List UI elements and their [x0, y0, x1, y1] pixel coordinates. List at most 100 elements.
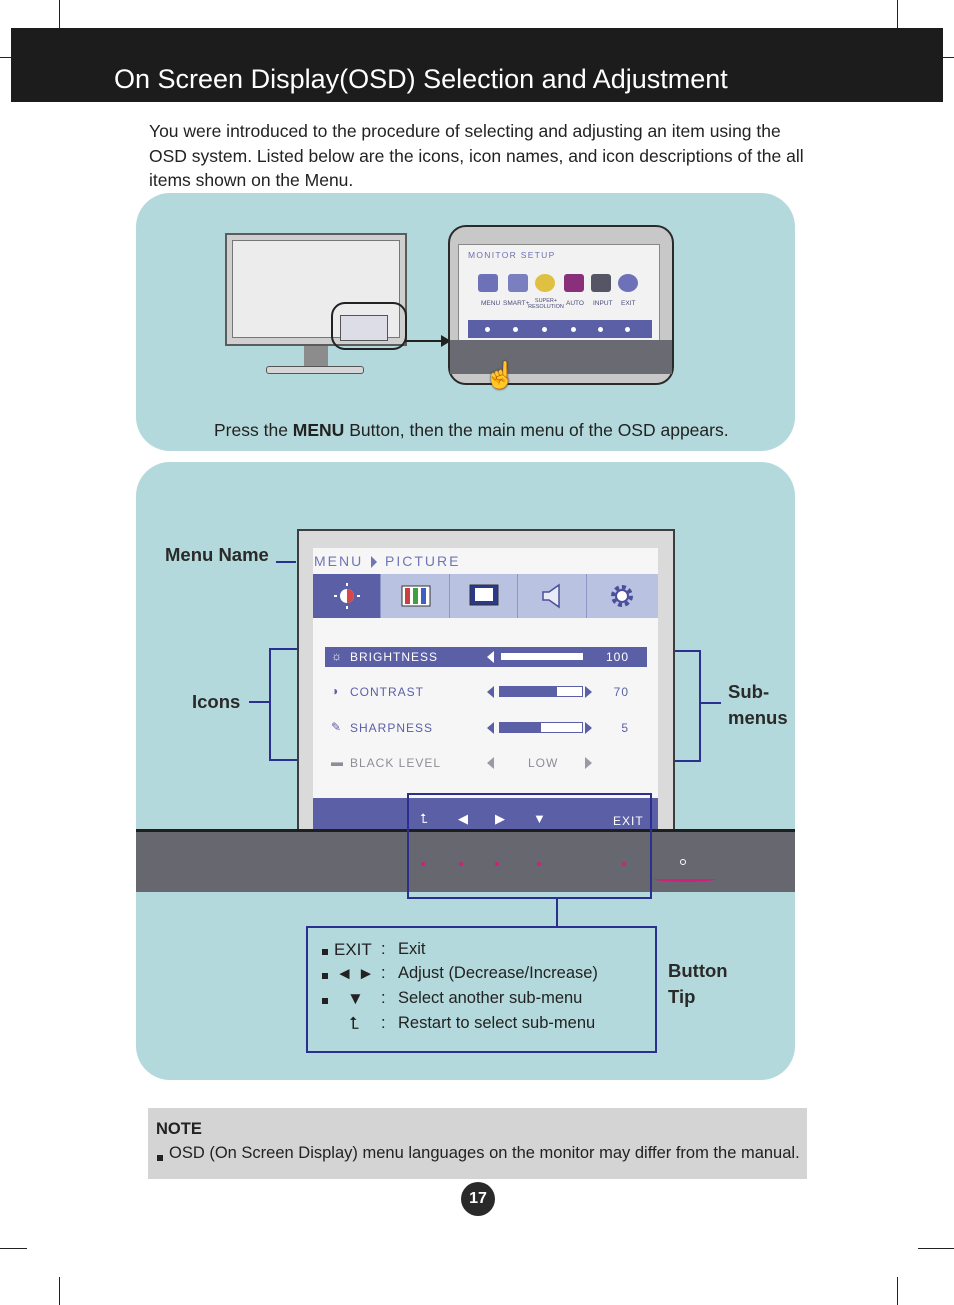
down-arrow-icon[interactable]: ▼	[533, 811, 546, 826]
button-highlight-box	[407, 793, 652, 899]
sharpness-slider[interactable]	[499, 722, 583, 733]
tab-picture[interactable]	[313, 574, 381, 618]
color-icon	[401, 585, 430, 607]
button-dot[interactable]	[459, 862, 463, 866]
osd-button-label: MENU	[481, 300, 501, 307]
input-icon	[591, 274, 611, 292]
tip-key: ⮤	[349, 1014, 360, 1033]
submenu-label: BLACK LEVEL	[350, 756, 442, 770]
decrease-arrow-icon[interactable]	[487, 757, 494, 769]
contrast-icon: ◑	[331, 684, 340, 698]
submenu-label: SHARPNESS	[350, 721, 434, 735]
submenu-value: 5	[621, 721, 629, 735]
label-submenus-line2: menus	[728, 707, 788, 728]
crop-mark	[943, 57, 954, 58]
right-arrow-icon[interactable]: ▶	[495, 811, 505, 826]
icons-bracket	[269, 759, 297, 761]
bullet	[322, 973, 328, 979]
button-dot	[598, 327, 603, 332]
button-dot[interactable]	[495, 862, 499, 866]
header-bar	[11, 28, 943, 102]
menu-current-label: PICTURE	[385, 553, 461, 569]
icons-bracket	[269, 648, 271, 761]
increase-arrow-icon[interactable]	[585, 686, 592, 698]
submenu-sharpness[interactable]: ✎ SHARPNESS 5	[325, 718, 647, 738]
tip-desc: Select another sub-menu	[398, 989, 583, 1007]
brightness-slider[interactable]	[499, 651, 584, 662]
picture-icon	[333, 583, 360, 609]
crop-mark	[59, 0, 60, 30]
icons-pointer	[249, 701, 270, 703]
crop-mark	[0, 1248, 27, 1249]
caption-text: Button, then the main menu of the OSD ap…	[344, 420, 729, 440]
restart-icon[interactable]: ⮤	[420, 811, 428, 826]
decrease-arrow-icon[interactable]	[487, 722, 494, 734]
label-icons: Icons	[192, 691, 241, 712]
tip-key: EXIT	[334, 940, 372, 959]
exit-icon	[618, 274, 638, 292]
slider-fill	[500, 687, 558, 696]
osd-button-label: EXIT	[621, 300, 636, 307]
label-menu-name: Menu Name	[165, 544, 269, 565]
tab-color[interactable]	[382, 574, 450, 618]
note-title: NOTE	[156, 1120, 202, 1138]
submenu-brightness[interactable]: ☼ BRIGHTNESS 100	[325, 647, 647, 667]
contrast-slider[interactable]	[499, 686, 583, 697]
tip-desc: Exit	[398, 940, 426, 958]
smart-icon	[508, 274, 528, 292]
page-title: On Screen Display(OSD) Selection and Adj…	[114, 64, 728, 94]
button-tip-box	[306, 926, 657, 1053]
auto-icon	[564, 274, 584, 292]
monitor-setup-title: MONITOR SETUP	[468, 250, 556, 260]
osd-button-label: SMART+	[503, 300, 530, 307]
breadcrumb-arrow-icon	[371, 556, 378, 569]
decrease-arrow-icon[interactable]	[487, 651, 494, 663]
decrease-arrow-icon[interactable]	[487, 686, 494, 698]
slider-fill	[500, 723, 541, 732]
crop-mark	[59, 1277, 60, 1305]
tip-key: ◄ ►	[336, 964, 375, 983]
menu-name-pointer	[276, 561, 296, 563]
button-dot	[542, 327, 547, 332]
note-text: OSD (On Screen Display) menu languages o…	[169, 1144, 800, 1162]
zoom-arrow	[405, 335, 451, 347]
tab-setup[interactable]	[588, 574, 656, 618]
submenu-value: 70	[613, 685, 629, 699]
increase-arrow-icon[interactable]	[585, 722, 592, 734]
crop-mark	[0, 57, 11, 58]
button-dot	[513, 327, 518, 332]
crop-mark	[897, 0, 898, 30]
osd-exit-label[interactable]: EXIT	[613, 814, 644, 828]
osd-button-bar	[313, 798, 658, 831]
label-submenus-line1: Sub-	[728, 681, 770, 702]
tip-desc: Restart to select sub-menu	[398, 1014, 596, 1032]
increase-arrow-icon[interactable]	[585, 757, 592, 769]
button-dot[interactable]	[537, 862, 541, 866]
display-icon	[469, 584, 498, 606]
tab-display[interactable]	[450, 574, 518, 618]
monitor-stand-base	[266, 366, 364, 374]
tip-desc: Adjust (Decrease/Increase)	[398, 964, 598, 982]
button-dot[interactable]	[421, 862, 425, 866]
button-dot[interactable]	[622, 862, 626, 866]
mini-osd	[340, 315, 388, 341]
submenu-value: LOW	[528, 756, 559, 770]
crop-mark	[897, 1277, 898, 1305]
label-button-tip-line1: Button	[668, 960, 728, 981]
submenu-label: BRIGHTNESS	[350, 650, 439, 664]
left-arrow-icon[interactable]: ◀	[458, 811, 468, 826]
bezel-edge	[136, 829, 795, 832]
bullet	[322, 998, 328, 1004]
menu-icon	[478, 274, 498, 292]
submenus-bracket	[675, 650, 701, 652]
caption-menu-bold: MENU	[292, 420, 345, 440]
pointing-hand-icon: ☝	[484, 360, 517, 390]
submenu-black-level[interactable]: ▬ BLACK LEVEL LOW	[325, 753, 647, 773]
monitor-bezel	[450, 340, 672, 374]
tab-volume[interactable]	[519, 574, 587, 618]
osd-button-label: INPUT	[593, 300, 613, 307]
submenu-contrast[interactable]: ◑ CONTRAST 70	[325, 682, 647, 702]
power-button[interactable]	[680, 859, 686, 865]
button-dot	[485, 327, 490, 332]
page-number: 17	[461, 1182, 495, 1216]
